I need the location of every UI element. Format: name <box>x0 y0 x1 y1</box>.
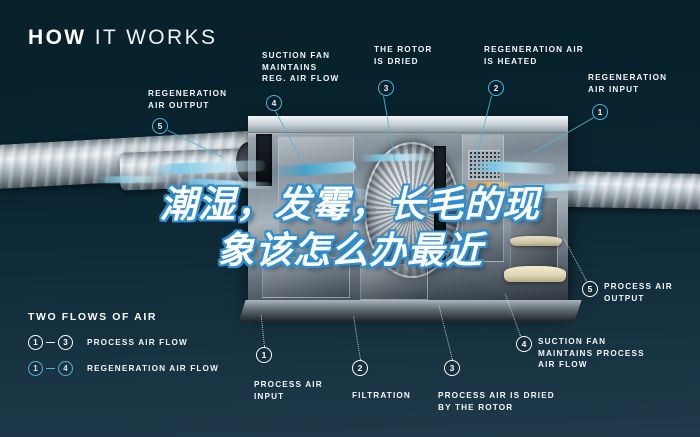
legend-dash <box>46 368 55 369</box>
marker-process-air-dried[interactable]: 3 <box>444 360 460 376</box>
page-title: HOW IT WORKS <box>28 26 217 50</box>
rotor-hub <box>404 199 420 221</box>
callout-process-air-dried: PROCESS AIR IS DRIED BY THE ROTOR <box>438 391 555 412</box>
machine-illustration <box>0 116 700 340</box>
legend-label-regeneration-air-flow: REGENERATION AIR FLOW <box>87 364 219 373</box>
callout-regeneration-air-input: REGENERATION AIR INPUT <box>588 73 668 94</box>
callout-regeneration-air-heated: REGENERATION AIR IS HEATED <box>484 45 584 66</box>
callout-rotor-is-dried: THE ROTOR IS DRIED <box>374 45 433 66</box>
cabinet-base <box>238 300 582 322</box>
rotor-divider <box>434 146 446 262</box>
legend: TWO FLOWS OF AIR 1 3 PROCESS AIR FLOW 1 … <box>28 311 219 387</box>
callout-suction-fan-process: SUCTION FAN MAINTAINS PROCESS AIR FLOW <box>538 337 645 370</box>
legend-title: TWO FLOWS OF AIR <box>28 311 158 323</box>
legend-row-regeneration-air-flow[interactable]: 1 4 REGENERATION AIR FLOW <box>28 361 219 376</box>
heater-glow <box>464 182 516 187</box>
legend-row-process-air-flow[interactable]: 1 3 PROCESS AIR FLOW <box>28 335 219 350</box>
overlay-headline-line1: 潮湿，发霉，长毛的现 <box>160 183 540 226</box>
marker-suction-fan-process[interactable]: 4 <box>516 336 532 352</box>
legend-dash <box>46 342 55 343</box>
marker-rotor-is-dried[interactable]: 3 <box>378 80 394 96</box>
marker-suction-fan-reg[interactable]: 4 <box>266 95 282 111</box>
page-title-bold: HOW <box>28 26 87 49</box>
legend-marker-to: 4 <box>58 361 73 376</box>
marker-regeneration-air-input[interactable]: 1 <box>592 104 608 120</box>
legend-label-process-air-flow: PROCESS AIR FLOW <box>87 338 188 347</box>
fan-housing-panel <box>262 248 350 298</box>
overlay-headline-line2: 象该怎么办最近 <box>217 228 483 272</box>
callout-filtration: FILTRATION <box>352 391 411 400</box>
marker-process-air-input[interactable]: 1 <box>256 347 272 363</box>
legend-marker-to: 3 <box>58 335 73 350</box>
page-title-light: IT WORKS <box>86 26 218 49</box>
heater-glow-secondary <box>470 190 512 194</box>
callout-process-air-output: PROCESS AIR OUTPUT <box>604 282 673 303</box>
outlet-vane <box>504 266 566 282</box>
overlay-headline: 潮湿，发霉，长毛的现 象该怎么办最近 <box>0 182 700 273</box>
outlet-vane-upper <box>510 236 562 246</box>
intake-slot <box>256 134 272 186</box>
motor-base-panel <box>360 264 428 300</box>
marker-regeneration-air-output[interactable]: 5 <box>152 118 168 134</box>
marker-process-air-output[interactable]: 5 <box>582 281 598 297</box>
airflow-arrow-rotor <box>359 153 435 162</box>
callout-suction-fan-reg: SUCTION FAN MAINTAINS REG. AIR FLOW <box>262 51 340 84</box>
cabinet-top-rail <box>248 116 568 133</box>
callout-process-air-input: PROCESS AIR INPUT <box>254 380 323 401</box>
callout-regeneration-air-output: REGENERATION AIR OUTPUT <box>148 89 228 110</box>
legend-marker-from: 1 <box>28 361 43 376</box>
legend-marker-from: 1 <box>28 335 43 350</box>
marker-regeneration-air-heated[interactable]: 2 <box>488 80 504 96</box>
marker-filtration[interactable]: 2 <box>352 360 368 376</box>
